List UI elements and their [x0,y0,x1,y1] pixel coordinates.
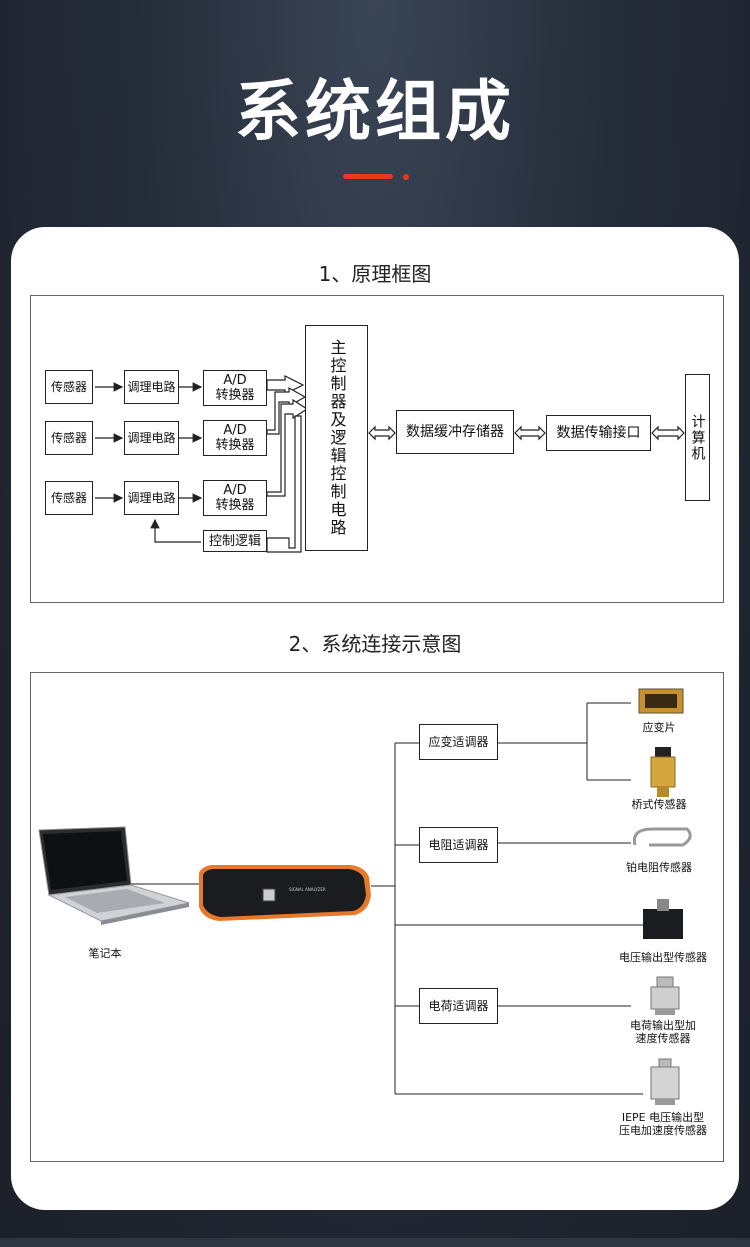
connection-diagram-panel: SIGNAL ANALYZER [30,672,724,1162]
platinum-rtd-label: 铂电阻传感器 [626,861,692,874]
strain-gauge-label: 应变片 [642,721,676,734]
data-buffer-box: 数据缓冲存储器 [396,410,514,454]
charge-conditioner-box: 电荷适调器 [419,988,498,1024]
ad-converter-box: A/D 转换器 [203,420,267,456]
signal-analyzer-image: SIGNAL ANALYZER [199,865,371,921]
sensor-box: 传感器 [45,421,93,455]
iepe-accelerometer-label: IEPE 电压输出型 压电加速度传感器 [619,1111,707,1137]
sensor-box: 传感器 [45,370,93,404]
ad-converter-box: A/D 转换器 [203,370,267,406]
bottom-bar [0,1238,750,1247]
main-controller-label: 主控制器及逻辑控制电路 [327,339,347,537]
computer-label: 计算机 [689,413,706,462]
laptop-image [38,826,190,925]
data-interface-box: 数据传输接口 [546,415,651,451]
conditioning-circuit-box: 调理电路 [124,481,179,515]
page-title: 系统组成 [235,73,515,150]
strain-conditioner-box: 应变适调器 [419,724,498,760]
bridge-sensor-image [650,747,676,797]
voltage-sensor-label: 电压输出型传感器 [619,951,707,964]
strain-gauge-image [638,688,684,714]
platinum-rtd-image [632,827,692,847]
iepe-accelerometer-image [650,1058,680,1105]
block-diagram-panel: 传感器 传感器 传感器 调理电路 调理电路 调理电路 A/D 转换器 A/D 转… [30,295,724,603]
main-controller-box: 主控制器及逻辑控制电路 [305,325,368,551]
resistance-conditioner-box: 电阻适调器 [419,827,498,863]
ad-converter-box: A/D 转换器 [203,480,267,516]
block-diagram-arrows [95,375,685,553]
charge-accelerometer-label: 电荷输出型加 速度传感器 [630,1019,696,1045]
connection-diagram: SIGNAL ANALYZER [38,688,692,1105]
analyzer-label: SIGNAL ANALYZER [289,887,326,892]
title-underline [343,174,393,179]
conditioning-circuit-box: 调理电路 [124,421,179,455]
laptop-label: 笔记本 [88,947,122,960]
section1-title: 1、原理框图 [318,262,432,286]
charge-accelerometer-image [650,976,680,1015]
control-logic-box: 控制逻辑 [203,530,267,552]
bridge-sensor-label: 桥式传感器 [631,798,687,811]
section2-title: 2、系统连接示意图 [288,632,462,656]
title-dot [403,174,409,180]
computer-box: 计算机 [685,374,710,501]
sensor-box: 传感器 [45,481,93,515]
voltage-sensor-image [643,899,683,939]
conditioning-circuit-box: 调理电路 [124,370,179,404]
